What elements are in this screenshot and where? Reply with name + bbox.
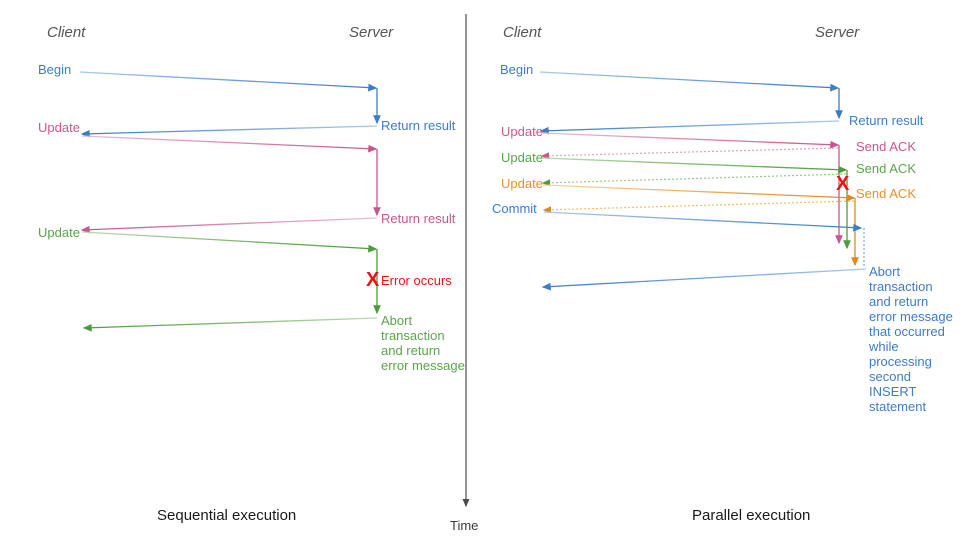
right-label-update-pink: Update [501,124,543,139]
right-actor-client: Client [503,24,542,41]
arrow-return-result-r [539,120,840,135]
arrow-return-result-1 [80,125,378,138]
arrow-update-2-request [81,231,378,253]
left-label-update-2: Update [38,225,80,240]
right-actor-server: Server [815,24,860,41]
right-label-ack-pink: Send ACK [856,139,916,154]
arrow-begin-request [79,71,378,92]
arrow-update-orange-request [542,184,856,202]
right-label-abort-block: Abort transaction and return error messa… [869,264,953,414]
right-label-ack-green: Send ACK [856,161,916,176]
left-actor-server: Server [349,24,394,41]
time-axis-label: Time [450,518,479,533]
arrow-ack-orange [542,200,855,214]
left-label-return-result-2: Return result [381,211,456,226]
left-label-begin: Begin [38,62,72,77]
arrow-update-pink-request [540,132,840,149]
right-label-return-result: Return result [849,113,924,128]
right-label-update-green: Update [501,150,543,165]
right-label-commit: Commit [492,201,537,216]
left-label-update-1: Update [38,120,80,135]
right-label-ack-orange: Send ACK [856,186,916,201]
arrow-commit-request [543,211,863,232]
left-label-return-result-1: Return result [381,118,456,133]
left-label-abort-block: Abort transaction and return error messa… [381,313,465,373]
right-label-begin: Begin [500,62,534,77]
caption-parallel: Parallel execution [692,507,811,524]
arrow-abort-return-r [541,268,867,291]
arrow-ack-green [541,173,847,187]
caption-sequential: Sequential execution [157,507,297,524]
arrow-begin-request-r [539,71,840,92]
error-x-icon-right: X [836,173,850,195]
right-label-update-orange: Update [501,176,543,191]
arrow-abort-return [82,317,378,332]
error-x-icon-left: X [366,269,380,291]
arrow-ack-pink [540,147,839,160]
left-panel-arrows [79,71,381,332]
arrow-update-green-request [541,157,848,174]
right-panel-arrows [539,71,867,291]
left-label-error-occurs: Error occurs [381,273,452,288]
arrow-return-result-2 [80,217,378,234]
arrow-update-1-request [81,135,378,153]
left-actor-client: Client [47,24,86,41]
